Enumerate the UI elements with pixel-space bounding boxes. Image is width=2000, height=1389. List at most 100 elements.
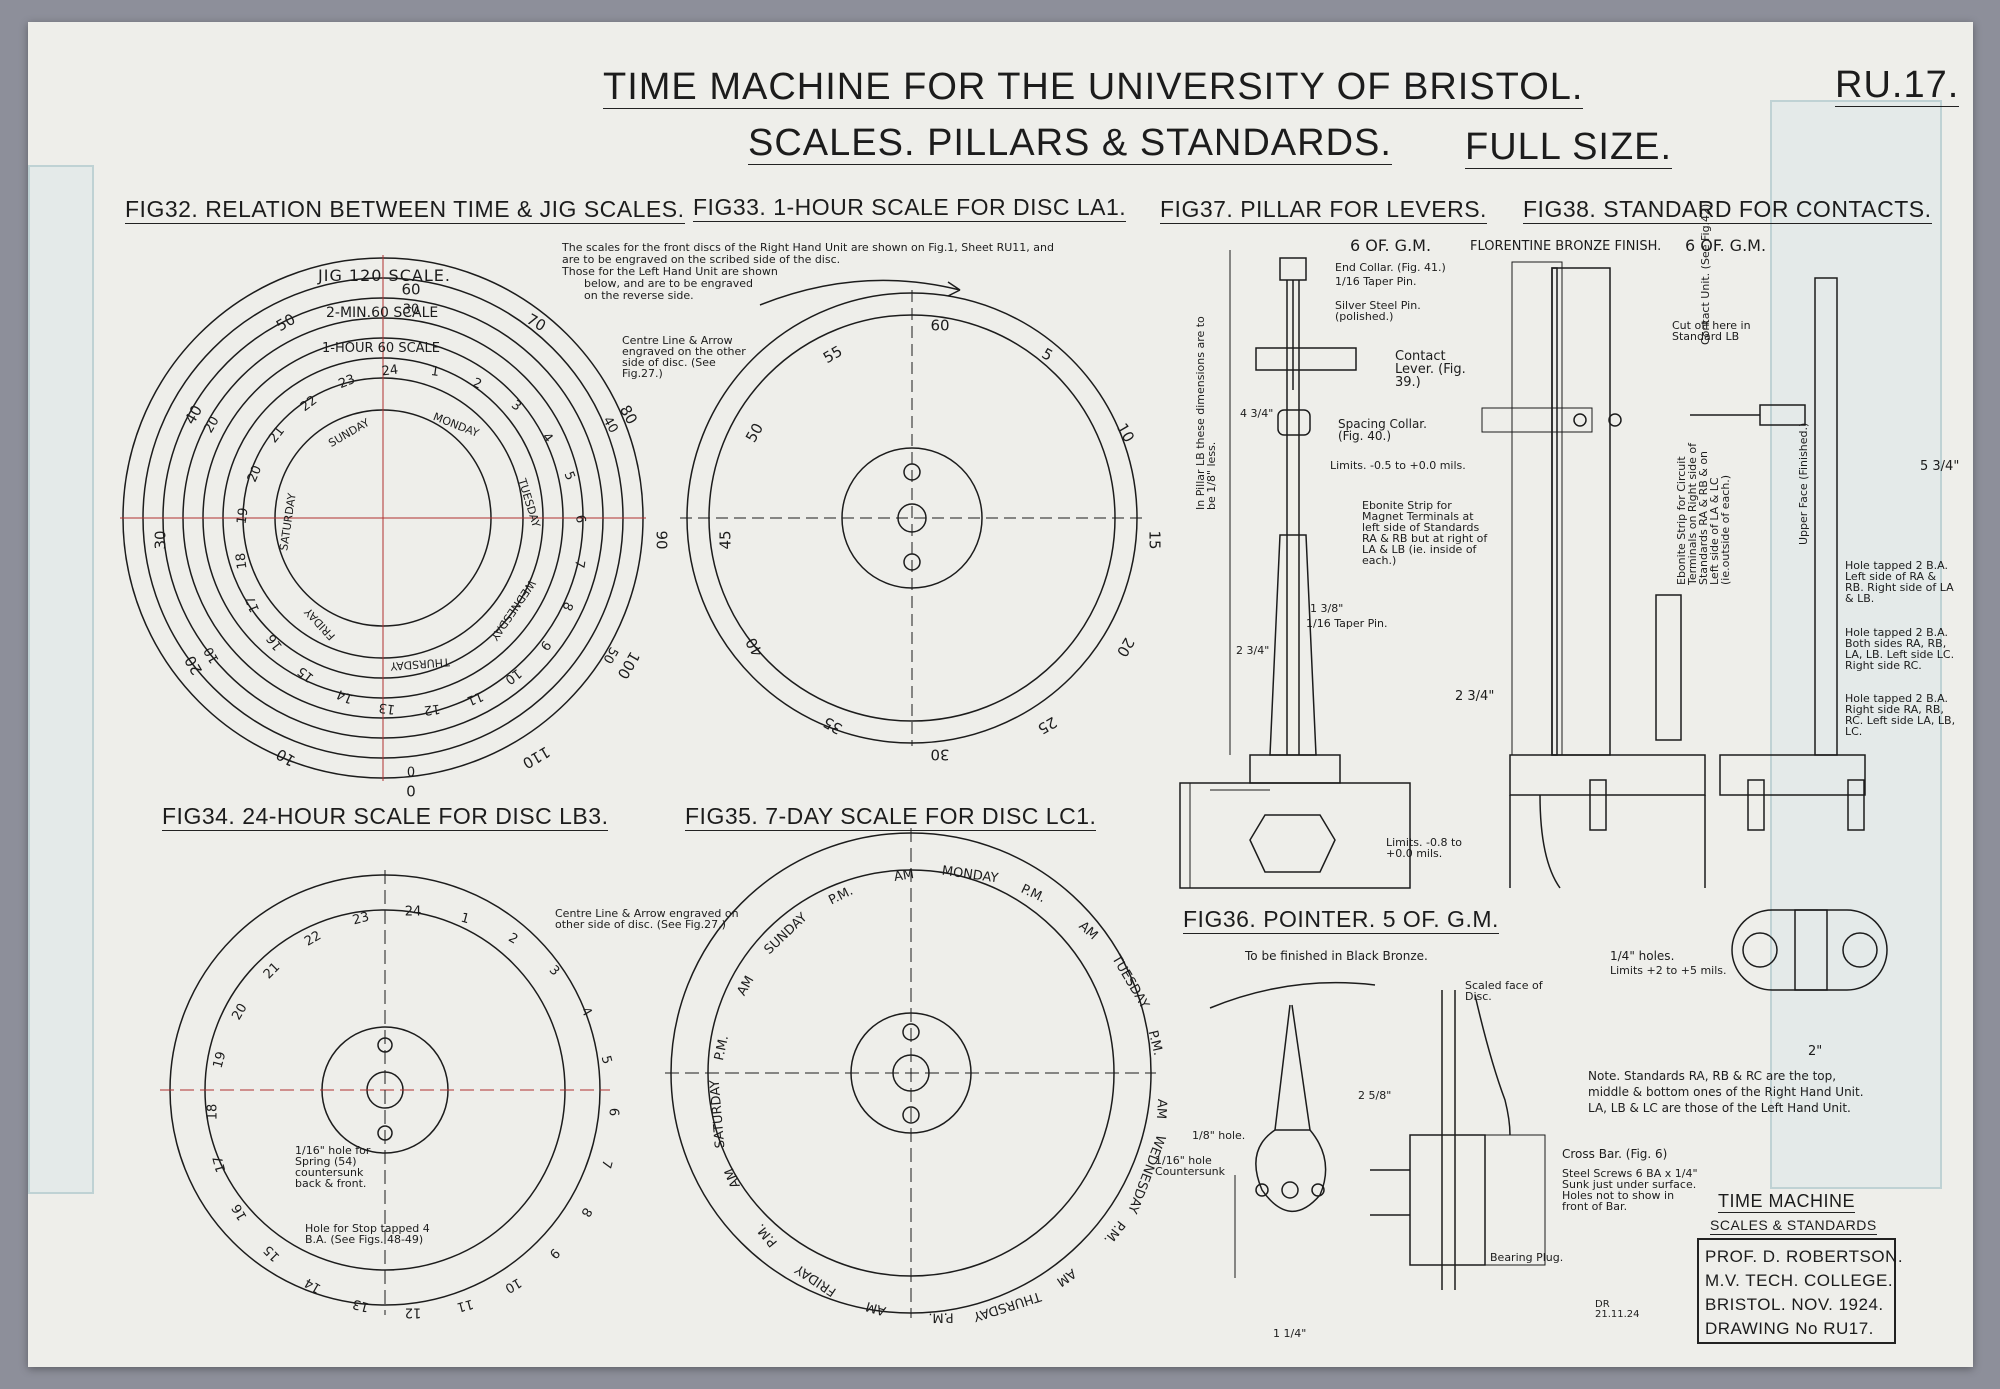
title-block-subtitle: SCALES & STANDARDS [1710,1217,1877,1235]
fig35-scale-label: P.M. [928,1309,954,1325]
fig32-mid-number: 30 [402,302,420,318]
fig35-scale-label: AM [1152,1098,1169,1120]
fig32-mid-number: 0 [406,762,416,778]
fig32-hour-number: 13 [378,699,397,717]
fig38-holes: 1/4" holes. [1610,949,1675,963]
fig37-taper-pin-top: 1/16 Taper Pin. [1335,275,1417,288]
note-front-discs-5: on the reverse side. [584,289,694,302]
fig38-dim-width: 2" [1808,1044,1823,1059]
standards-note-2: middle & bottom ones of the Right Hand U… [1588,1085,1864,1099]
fig34-scale-number: 23 [351,909,372,929]
fig37-limits-low: Limits. -0.8 to +0.0 mils. [1386,836,1462,860]
fig32-outer-number: 30 [151,530,170,550]
fig38-holes-limits: Limits +2 to +5 mils. [1610,964,1727,977]
fig32-hour-number: 12 [422,700,441,718]
fig34-scale-number: 18 [205,1103,221,1121]
fig37-quantity: 6 OF. G.M. [1350,236,1432,255]
fig37-pillar [1179,250,1411,889]
note-centre-line-fig34: Centre Line & Arrow engraved on other si… [555,907,739,931]
fig38-hole-1: Hole tapped 2 B.A. Left side of RA & RB.… [1845,559,1954,605]
fig37-dim-1: 4 3/4" [1240,407,1274,420]
fig36-pointer [1209,981,1546,1290]
fig38-hole-2: Hole tapped 2 B.A. Both sides RA, RB, LA… [1845,626,1955,672]
fig37-taper-pin: 1/16 Taper Pin. [1306,617,1388,630]
fig37-dim-3: 1 3/8" [1310,602,1344,615]
fig34-scale-number: 19 [210,1050,230,1071]
fig38-ebonite-strip: Ebonite Strip for Circuit Terminals on R… [1675,442,1732,585]
fig37-contact-lever: Contact Lever. (Fig. 39.) [1395,349,1466,390]
scale-note: FULL SIZE. [1465,126,1673,169]
fig38-dim-low: 2 3/4" [1455,689,1495,704]
fig34-disc [160,870,610,1315]
note-stop-hole: Hole for Stop tapped 4 B.A. (See Figs. 4… [305,1222,430,1246]
fig37-end-collar: End Collar. (Fig. 41.) [1335,261,1446,274]
fig36-hole: 1/8" hole. [1192,1129,1246,1142]
right-transparent-tab [1770,100,1942,1189]
fig34-scale-number: 12 [404,1304,422,1320]
fig36-steel-screws: Steel Screws 6 BA x 1/4" Sunk just under… [1562,1167,1698,1213]
fig38-upper-face: Upper Face (Finished.) [1797,422,1810,545]
fig32-hour-number: 24 [381,362,400,380]
fig37-pillar-note: In Pillar LB these dimensions are to be … [1194,316,1218,510]
fig32-hour-number: 1 [429,363,440,380]
fig36-countersunk: 1/16" hole Countersunk [1155,1154,1226,1178]
fig36-cross-bar: Cross Bar. (Fig. 6) [1562,1147,1668,1161]
note-front-discs-1: The scales for the front discs of the Ri… [562,241,1054,254]
fig32-disc [120,255,646,781]
fig38-cut-off: Cut off here in Standard LB [1672,319,1751,343]
title-block-author: PROF. D. ROBERTSON. [1705,1247,1904,1266]
fig37-title: FIG37. PILLAR FOR LEVERS. [1160,196,1487,224]
fig32-outer-number: 0 [406,781,416,800]
fig37-spacing-collar: Spacing Collar. (Fig. 40.) [1338,417,1427,443]
title-block-title: TIME MACHINE [1718,1191,1856,1213]
fig38-hole-3: Hole tapped 2 B.A. Right side RA, RB, RC… [1845,692,1956,738]
checker-initials: DR 21.11.24 [1595,1299,1640,1320]
note-front-discs-2: are to be engraved on the scribed side o… [562,253,841,266]
fig33-scale-number: 60 [930,316,950,335]
fig38-dim-height: 5 3/4" [1920,459,1960,474]
fig38-contact-unit: Contact Unit. (See Fig.42) [1699,203,1712,345]
note-front-discs-4: below, and are to be engraved [584,277,754,290]
fig32-hour-number: 7 [571,558,588,569]
fig38-finish: FLORENTINE BRONZE FINISH. [1470,239,1662,254]
fig33-scale-number: 30 [930,745,950,764]
fig36-scaled-face: Scaled face of Disc. [1465,979,1543,1003]
fig38-standard [1481,261,1888,991]
drawing-sheet [28,22,1973,1367]
fig35-disc [665,828,1156,1318]
fig38-quantity: 6 OF. G.M. [1685,236,1767,255]
note-spring-hole: 1/16" hole for Spring (54) countersunk b… [295,1144,371,1190]
left-transparent-tab [28,165,94,1194]
fig33-title: FIG33. 1-HOUR SCALE FOR DISC LA1. [693,194,1127,222]
drawing-reference: RU.17. [1835,64,1960,107]
standards-note-3: LA, LB & LC are those of the Left Hand U… [1588,1101,1851,1115]
fig34-scale-number: 6 [605,1107,621,1117]
fig32-hour-number: 18 [233,551,251,570]
fig37-limits-mid: Limits. -0.5 to +0.0 mils. [1330,459,1466,472]
title-block-college: M.V. TECH. COLLEGE. [1705,1271,1894,1290]
fig36-dim-2: 2 5/8" [1358,1089,1392,1102]
fig34-title: FIG34. 24-HOUR SCALE FOR DISC LB3. [162,803,609,831]
fig32-outer-number: 90 [652,530,671,550]
fig33-disc [680,279,1144,746]
fig37-dim-2: 2 3/4" [1236,644,1270,657]
fig32-jig-scale-label: JIG 120 SCALE. [318,266,451,285]
note-front-discs-3: Those for the Left Hand Unit are shown [562,265,778,278]
fig38-title: FIG38. STANDARD FOR CONTACTS. [1523,196,1932,224]
fig33-scale-number: 45 [716,530,735,550]
page-title: TIME MACHINE FOR THE UNIVERSITY OF BRIST… [603,66,1584,109]
note-centre-line-fig33: Centre Line & Arrow engraved on the othe… [622,334,746,380]
fig32-title: FIG32. RELATION BETWEEN TIME & JIG SCALE… [125,196,685,224]
title-block-box: PROF. D. ROBERTSON. M.V. TECH. COLLEGE. … [1697,1238,1903,1344]
standards-note-1: Note. Standards RA, RB & RC are the top, [1588,1069,1837,1083]
fig34-scale-number: 17 [210,1153,230,1174]
title-block-place-date: BRISTOL. NOV. 1924. [1705,1295,1884,1314]
fig36-title: FIG36. POINTER. 5 OF. G.M. [1183,906,1499,934]
fig34-scale-number: 24 [404,904,422,920]
fig36-bearing-plug: Bearing Plug. [1490,1251,1564,1264]
fig35-title: FIG35. 7-DAY SCALE FOR DISC LC1. [685,803,1097,831]
fig32-1hour-scale-label: 1-HOUR 60 SCALE [322,341,441,356]
fig32-hour-number: 19 [234,507,252,526]
fig36-dim-1: 1 1/4" [1273,1327,1307,1340]
